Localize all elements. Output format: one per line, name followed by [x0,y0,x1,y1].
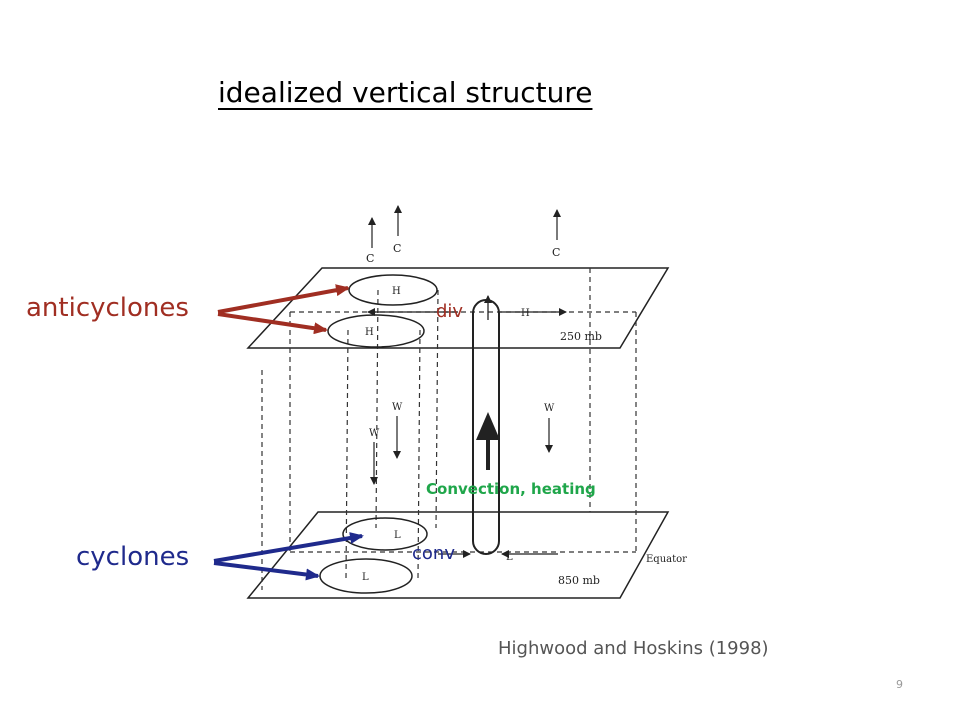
convection-arrow-head [476,412,500,440]
h-label-3: H [521,308,530,319]
c-label-3: C [552,246,560,259]
h-label-1: H [392,286,401,297]
div-label: div [436,301,463,322]
upper-level-label: 250 mb [560,330,602,343]
l-label-3: L [506,552,513,563]
l-label-2: L [362,572,369,583]
anticyclone-pointer-2 [217,312,328,335]
cyclone-pointer-2 [213,561,320,581]
equator-label: Equator [646,554,687,565]
convection-heating-label: Convection, heating [426,480,596,498]
page-number: 9 [896,678,903,691]
anticyclones-label: anticyclones [26,293,189,323]
anticyclone-ellipse-front [327,314,425,348]
cyclone-ellipse-front [319,558,413,594]
cyclones-label: cyclones [76,542,189,572]
slide-title: idealized vertical structure [218,76,593,109]
l-label-1: L [394,530,401,541]
citation: Highwood and Hoskins (1998) [498,638,769,659]
dashed-box [261,268,637,590]
cyclone-ellipse-back [342,517,428,551]
anticyclone-pointer-1 [217,284,350,314]
w-label-3: W [544,403,555,414]
h-label-2: H [365,327,374,338]
w-label-1: W [369,428,380,439]
w-label-2: W [392,402,403,413]
lower-level-label: 850 mb [558,574,600,587]
conv-label: conv [412,543,455,564]
c-label-2: C [393,242,401,255]
cyclone-pointer-1 [213,532,364,563]
c-label-1: C [366,252,374,265]
lower-level-plane [246,511,670,599]
